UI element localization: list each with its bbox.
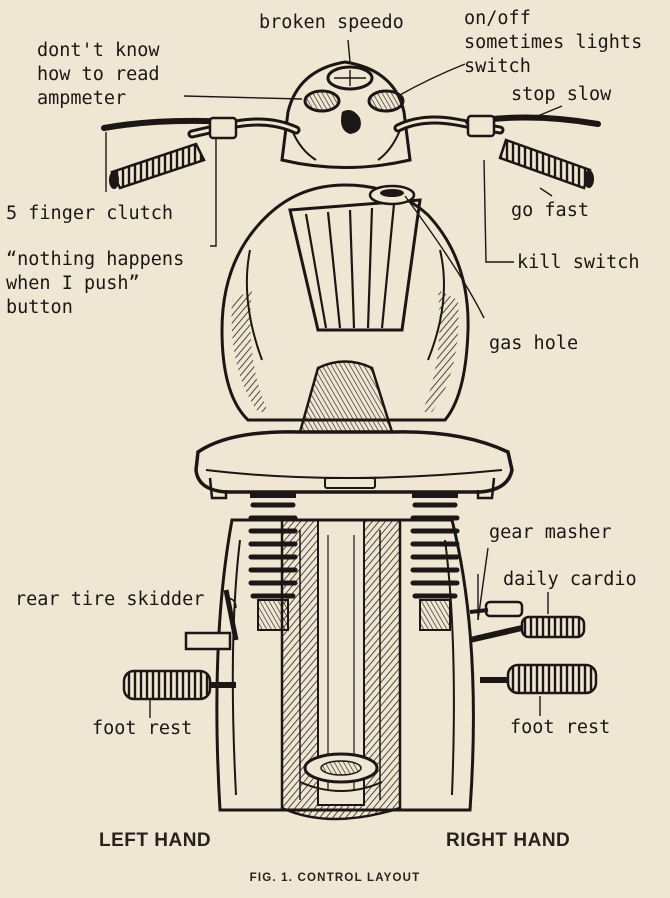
label-stop-slow: stop slow: [511, 84, 612, 105]
ammeter-dial: [303, 89, 341, 113]
left-foot-rest: [122, 669, 236, 701]
left-shock-absorber: [248, 488, 298, 631]
label-ampmeter-line-1: dont't know: [37, 40, 160, 61]
caption-right-hand: RIGHT HAND: [446, 830, 571, 851]
label-ampmeter-line-3: ampmeter: [37, 88, 127, 109]
fuel-tank: [220, 183, 470, 422]
label-rear-tire-skidder: rear tire skidder: [15, 589, 205, 610]
fuel-filler-cap: [368, 184, 416, 206]
gear-lever: [469, 600, 524, 618]
label-horn-button-line-2: when I push”: [6, 273, 140, 294]
rear-frame: [215, 518, 475, 812]
ignition-key: [341, 110, 361, 134]
label-foot-rest-left: foot rest: [92, 718, 193, 739]
label-horn-button-line-3: button: [6, 297, 73, 318]
right-foot-rest: [480, 663, 598, 695]
label-lights-switch: on/off sometimes lights switch: [464, 7, 642, 79]
label-foot-rest-right: foot rest: [510, 717, 611, 738]
label-gas-hole: gas hole: [489, 333, 579, 354]
label-broken-speedo: broken speedo: [259, 12, 404, 33]
label-gear-masher: gear masher: [489, 522, 612, 543]
figure-caption: FIG. 1. CONTROL LAYOUT: [249, 872, 421, 884]
clutch-lever: [101, 116, 238, 140]
label-lights-switch-line-3: switch: [464, 56, 531, 77]
right-grip: [498, 138, 594, 190]
tail-lamp: [299, 752, 383, 792]
saddle-seat: [194, 360, 514, 500]
label-go-fast: go fast: [511, 200, 589, 221]
kick-starter: [469, 615, 586, 643]
brake-lever: [465, 114, 601, 138]
label-lights-switch-line-2: sometimes lights: [464, 32, 643, 53]
caption-left-hand: LEFT HAND: [99, 830, 212, 851]
speedometer-dial: [326, 65, 374, 91]
leader-lines: [105, 39, 563, 718]
label-horn-button: “nothing happens when I push” button: [6, 248, 184, 320]
label-daily-cardio: daily cardio: [503, 569, 637, 590]
label-ampmeter-line-2: how to read: [37, 64, 160, 85]
left-grip: [109, 142, 206, 190]
label-lights-switch-line-1: on/off: [464, 8, 531, 29]
label-kill-switch: kill switch: [517, 252, 640, 273]
tank-rack: [288, 198, 422, 332]
light-switch-knob: [367, 89, 405, 113]
label-horn-button-line-1: “nothing happens: [6, 249, 185, 270]
label-five-finger-clutch: 5 finger clutch: [6, 203, 174, 224]
label-ampmeter: dont't know how to read ampmeter: [37, 39, 160, 111]
